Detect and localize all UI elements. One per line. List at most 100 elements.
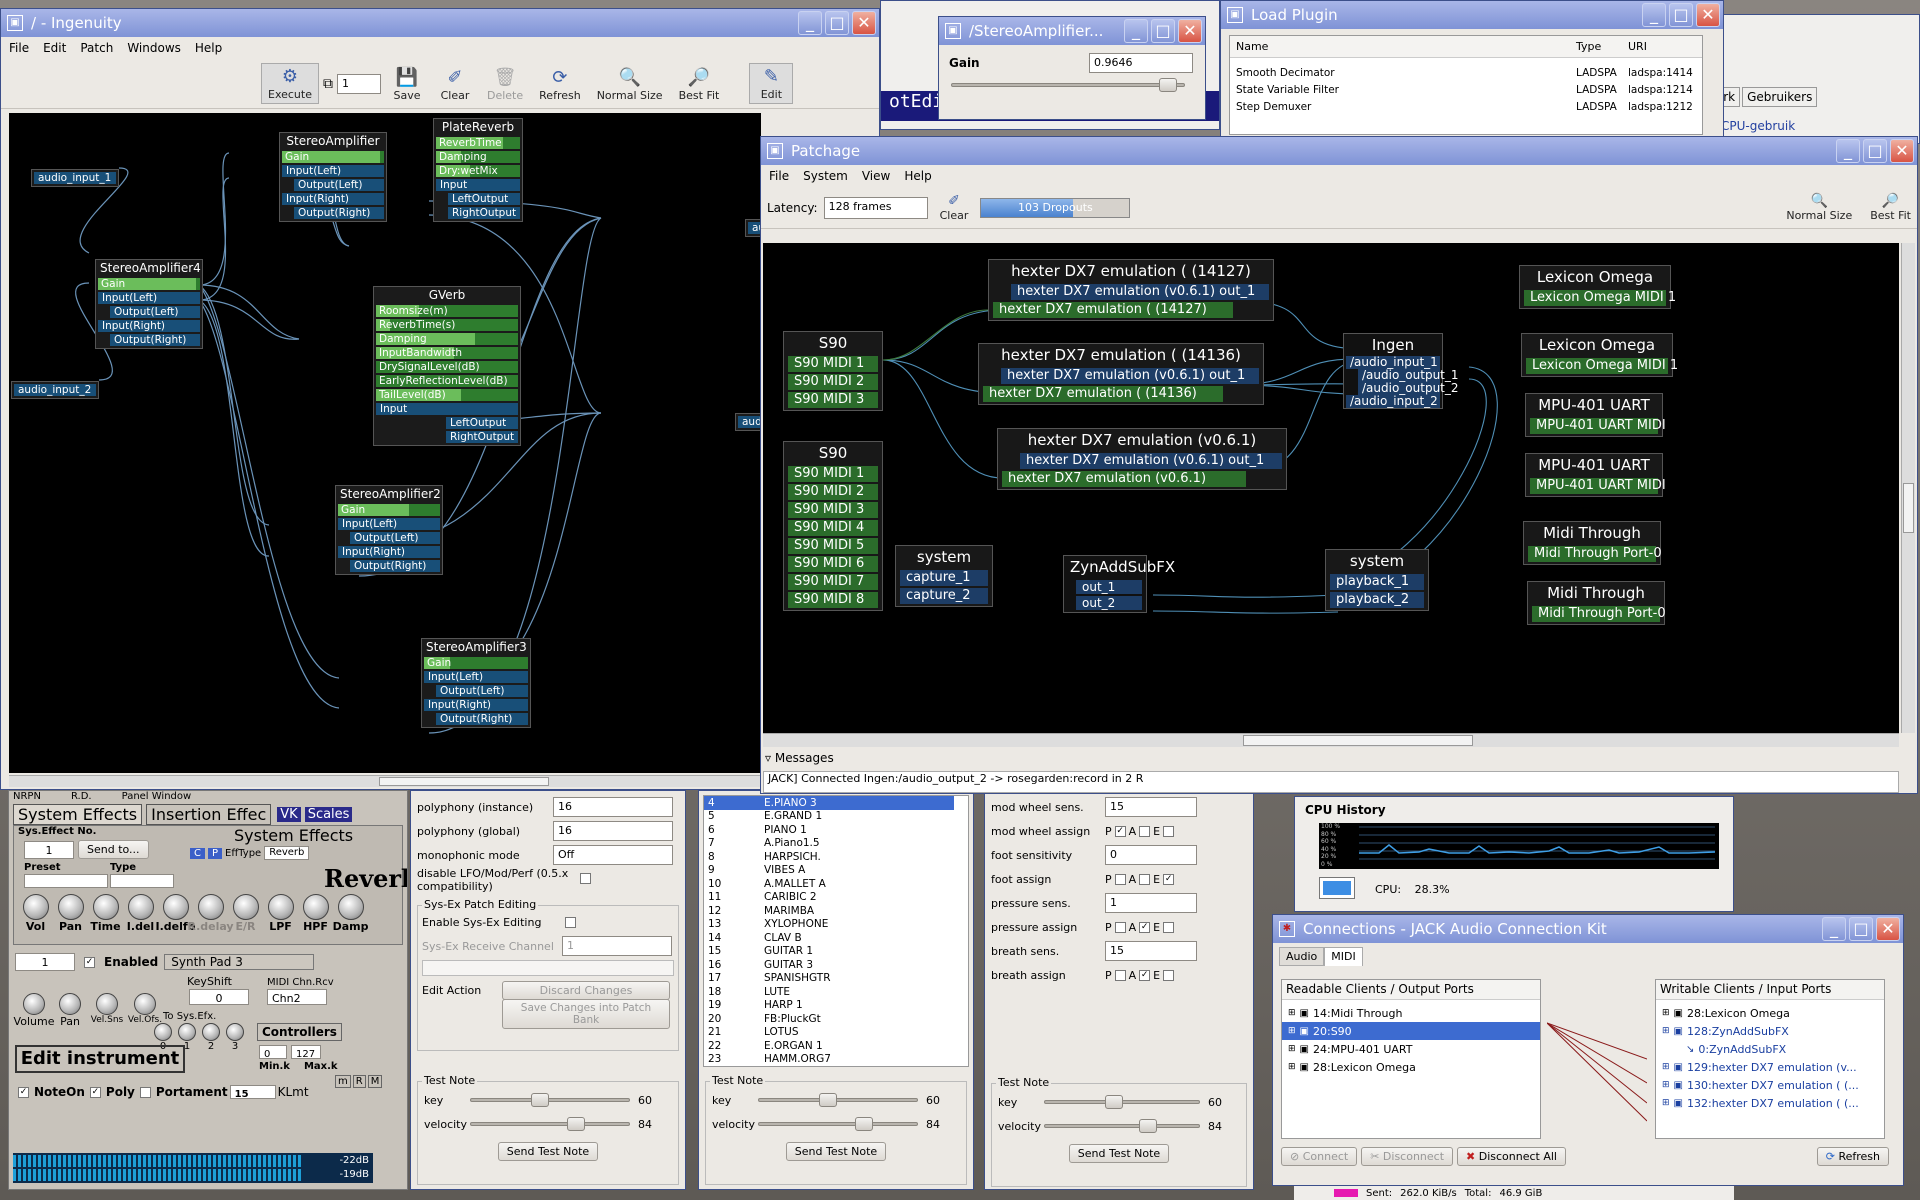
writable-client-item[interactable]: ⊞▣128:ZynAddSubFX xyxy=(1656,1022,1884,1040)
menu-help[interactable]: Help xyxy=(194,41,223,55)
port-output-left[interactable]: Output(Left) xyxy=(350,532,440,544)
midi-port[interactable]: S90 MIDI 2 xyxy=(788,374,878,390)
port-gain[interactable]: Gain xyxy=(98,278,200,290)
scroll-thumb[interactable] xyxy=(1243,735,1473,746)
noteon-checkbox[interactable]: ✓ xyxy=(18,1086,29,1098)
patchage-canvas[interactable]: hexter DX7 emulation ( (14127)hexter DX7… xyxy=(763,243,1899,733)
close-icon[interactable]: ✕ xyxy=(1696,3,1720,27)
normal-size-button[interactable]: 🔍Normal Size xyxy=(1780,191,1858,224)
maximize-icon[interactable]: □ xyxy=(1849,917,1873,941)
config-input[interactable]: 16 xyxy=(553,797,673,817)
knob-icon[interactable] xyxy=(337,894,364,920)
menu-file[interactable]: File xyxy=(769,169,790,183)
port-input-left[interactable]: Input(Left) xyxy=(338,518,440,530)
sens-input[interactable]: 15 xyxy=(1105,797,1197,817)
midi-port[interactable]: S90 MIDI 2 xyxy=(788,484,878,500)
knob-icon[interactable] xyxy=(22,894,49,920)
readable-client-item[interactable]: ⊞▣14:Midi Through xyxy=(1282,1004,1540,1022)
expand-icon[interactable]: ⊞ xyxy=(1662,1080,1670,1090)
part-counter[interactable]: 1 xyxy=(15,953,75,971)
node-audio-output-1[interactable]: audi xyxy=(745,219,761,237)
writable-client-item[interactable]: ↘0:ZynAddSubFX xyxy=(1656,1040,1884,1058)
midi-port[interactable]: MPU-401 UART MIDI xyxy=(1530,418,1666,434)
module-ingen[interactable]: Ingen/audio_input_1/audio_output_1/audio… xyxy=(1343,333,1459,409)
best-fit-button[interactable]: 🔎Best Fit xyxy=(1864,191,1917,224)
disconnect-button[interactable]: ✂ Disconnect xyxy=(1361,1147,1454,1166)
node-gverb[interactable]: GVerb Roomsize(m) ReverbTime(s) Damping … xyxy=(373,286,521,446)
max-key-input[interactable]: 127 xyxy=(291,1045,321,1060)
minimize-icon[interactable]: _ xyxy=(1822,917,1846,941)
knob-icon[interactable] xyxy=(23,993,45,1015)
port-audio-input-2[interactable]: audio_input_2 xyxy=(14,384,96,396)
knob-icon[interactable] xyxy=(162,894,189,920)
midi-channel-select[interactable]: Chn2 xyxy=(267,989,327,1005)
assign-checkbox[interactable]: ✓ xyxy=(1114,825,1126,837)
port-input-right[interactable]: Input(Right) xyxy=(282,193,384,205)
key-slider[interactable] xyxy=(1044,1095,1200,1109)
port-output-left[interactable]: Output(Left) xyxy=(110,306,200,318)
effect-knob[interactable]: E/R xyxy=(230,894,261,933)
velocity-slider[interactable] xyxy=(470,1117,630,1131)
maximize-icon[interactable]: □ xyxy=(1863,139,1887,163)
scroll-thumb[interactable] xyxy=(1903,483,1914,533)
port-right-output[interactable]: RightOutput xyxy=(448,207,520,219)
minimize-icon[interactable]: _ xyxy=(798,11,822,35)
r-button[interactable]: R xyxy=(352,1075,366,1088)
node-plate-reverb[interactable]: PlateReverb ReverbTime Damping Dry:wetMi… xyxy=(433,118,523,222)
port-output-right[interactable]: Output(Right) xyxy=(350,560,440,572)
writable-client-item[interactable]: ⊞▣132:hexter DX7 emulation ( (... xyxy=(1656,1094,1884,1112)
node-stereo-amplifier4[interactable]: StereoAmplifier4 Gain Input(Left) Output… xyxy=(95,259,203,349)
output-port[interactable]: hexter DX7 emulation (v0.6.1) out_1 xyxy=(1011,284,1269,300)
audio-port[interactable]: /audio_input_2 xyxy=(1346,395,1440,408)
audio-port[interactable]: out_1 xyxy=(1076,580,1142,594)
save-changes-button[interactable]: Save Changes into Patch Bank xyxy=(502,999,670,1029)
config-input[interactable]: 16 xyxy=(553,821,673,841)
execute-button[interactable]: ⚙Execute xyxy=(261,63,319,104)
col-uri[interactable]: URI xyxy=(1628,40,1647,53)
assign-checkbox[interactable] xyxy=(1163,969,1175,981)
send-to-button[interactable]: Send to... xyxy=(78,840,149,859)
midi-port[interactable]: S90 MIDI 1 xyxy=(788,466,878,482)
knob-icon[interactable] xyxy=(202,1023,220,1041)
midi-port[interactable]: S90 MIDI 3 xyxy=(788,502,878,518)
writable-client-item[interactable]: ⊞▣129:hexter DX7 emulation (v... xyxy=(1656,1058,1884,1076)
midi-port[interactable]: Midi Through Port-0 xyxy=(1528,546,1662,562)
effect-knob[interactable]: I.delfb xyxy=(155,894,196,933)
part-knob[interactable]: Vel.Sns xyxy=(91,993,123,1028)
port-right-output[interactable]: RightOutput xyxy=(446,431,518,443)
port-output-left[interactable]: Output(Left) xyxy=(294,179,384,191)
audio-port[interactable]: out_2 xyxy=(1076,596,1142,610)
midi-port[interactable]: S90 MIDI 4 xyxy=(788,520,878,536)
best-fit-button[interactable]: 🔎Best Fit xyxy=(673,65,726,104)
audio-port[interactable]: playback_2 xyxy=(1330,592,1424,608)
port-input-left[interactable]: Input(Left) xyxy=(98,292,200,304)
type-select[interactable] xyxy=(110,874,174,888)
port-output-right[interactable]: Output(Right) xyxy=(436,713,528,725)
writable-clients-list[interactable]: Writable Clients / Input Ports ⊞▣28:Lexi… xyxy=(1655,979,1885,1139)
key-slider[interactable] xyxy=(758,1093,918,1107)
port-damping[interactable]: Damping xyxy=(436,151,520,163)
assign-checkbox[interactable] xyxy=(1114,873,1126,885)
midi-port[interactable]: S90 MIDI 6 xyxy=(788,556,878,572)
audio-port[interactable]: /audio_output_1 xyxy=(1358,369,1459,382)
close-icon[interactable]: ✕ xyxy=(852,11,876,35)
expand-icon[interactable]: ⊞ xyxy=(1662,1062,1670,1072)
normal-size-button[interactable]: 🔍Normal Size xyxy=(591,65,669,104)
tab-system-effects[interactable]: System Effects xyxy=(13,803,143,825)
part-knob[interactable]: Pan xyxy=(55,993,85,1028)
port-reverb-time[interactable]: ReverbTime(s) xyxy=(376,319,518,331)
assign-checkbox[interactable]: ✓ xyxy=(1139,969,1151,981)
midi-port[interactable]: S90 MIDI 7 xyxy=(788,574,878,590)
sens-input[interactable]: 0 xyxy=(1105,845,1197,865)
patchage-vscrollbar[interactable] xyxy=(1901,243,1915,733)
